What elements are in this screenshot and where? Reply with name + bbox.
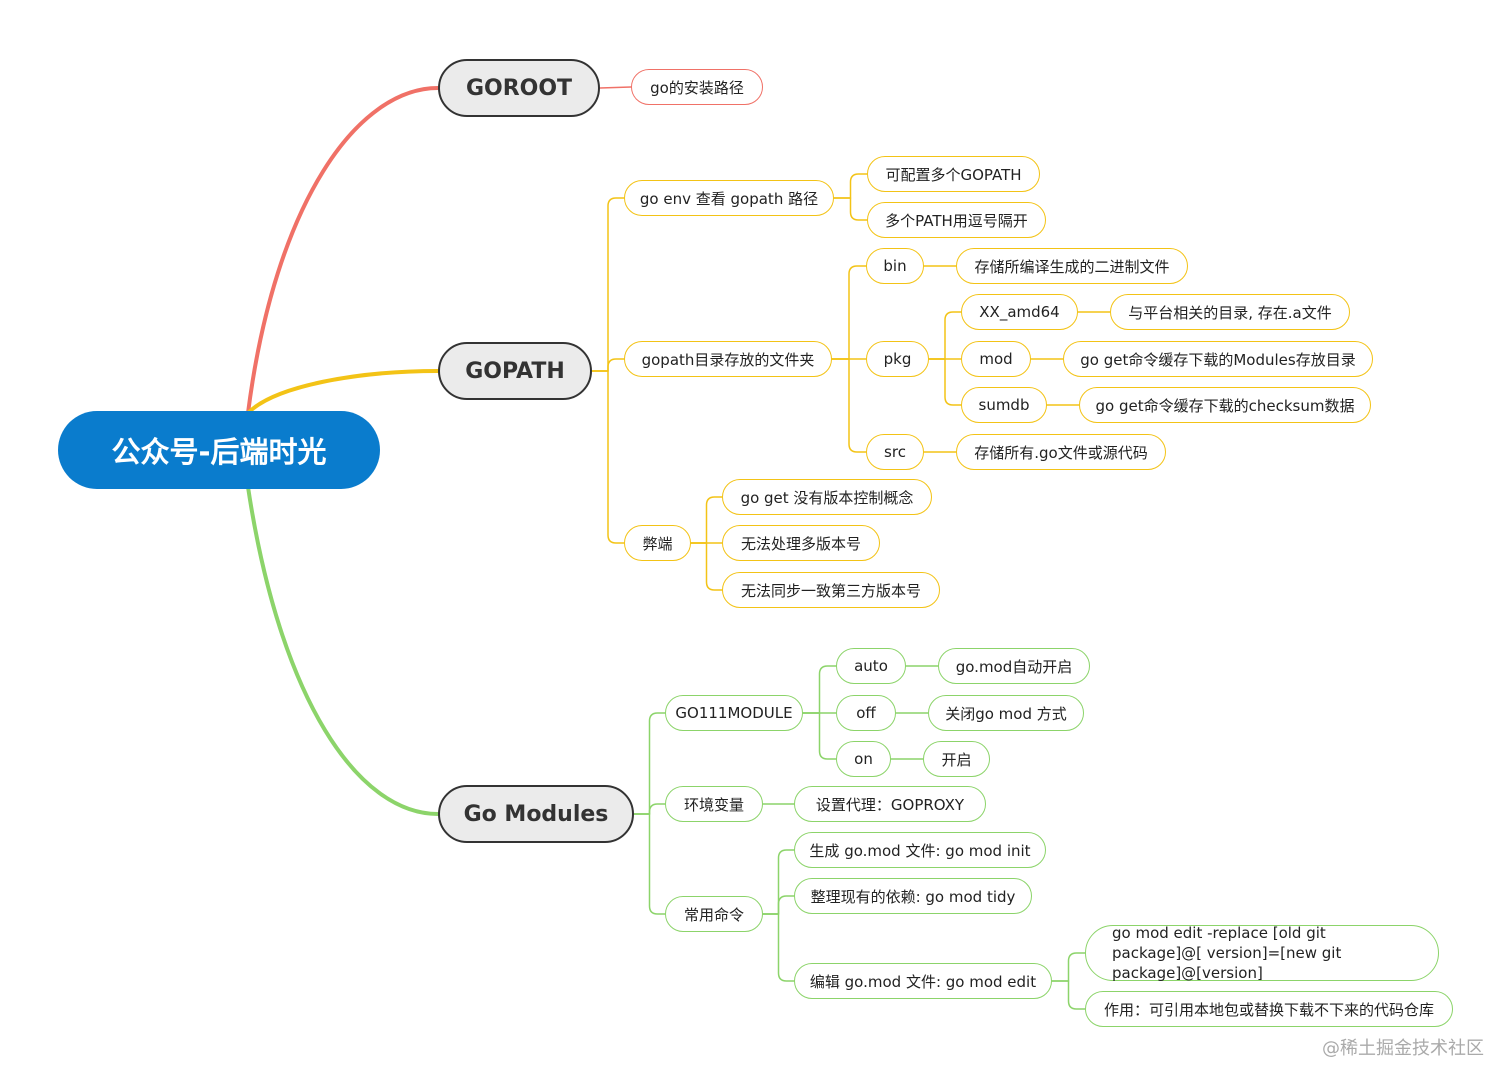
cmd-edit[interactable]: 编辑 go.mod 文件: go mod edit xyxy=(794,963,1052,999)
edge-gopath-env-node-0 xyxy=(833,173,868,199)
off-node[interactable]: off xyxy=(836,695,896,731)
edge-gopath-cons-node-2 xyxy=(690,542,723,591)
goroot-node[interactable]: GOROOT xyxy=(438,59,600,117)
gopath-cons-1[interactable]: go get 没有版本控制概念 xyxy=(722,479,932,515)
sumdb-desc[interactable]: go get命令缓存下载的checksum数据 xyxy=(1079,387,1371,423)
edge-root-gopath-node xyxy=(246,369,440,415)
mod-dir-desc[interactable]: go get命令缓存下载的Modules存放目录 xyxy=(1063,341,1373,377)
edge-cmd-edit-1 xyxy=(1051,980,1086,1010)
edge-gomod-cmds-node-2 xyxy=(762,913,795,982)
goroot-desc[interactable]: go的安装路径 xyxy=(631,69,763,105)
edge-gopath-env-node-1 xyxy=(833,197,868,221)
cmd-edit-replace[interactable]: go mod edit -replace [old git package]@[… xyxy=(1085,924,1439,982)
edge-gopath-dirs-node-2 xyxy=(831,358,867,453)
cmd-init[interactable]: 生成 go.mod 文件: go mod init xyxy=(794,832,1046,868)
on-desc[interactable]: 开启 xyxy=(923,741,990,777)
edge-go111module-node-2 xyxy=(802,712,837,760)
src-node[interactable]: src xyxy=(866,434,924,470)
xx-amd64-node[interactable]: XX_amd64 xyxy=(961,294,1078,330)
edge-gomod-node-2 xyxy=(633,813,666,915)
watermark: @稀土掘金技术社区 xyxy=(1322,1038,1484,1059)
root-node[interactable]: 公众号-后端时光 xyxy=(58,411,380,489)
off-desc[interactable]: 关闭go mod 方式 xyxy=(928,695,1084,731)
mod-dir-node[interactable]: mod xyxy=(961,341,1031,377)
gopath-env-child-2[interactable]: 多个PATH用逗号隔开 xyxy=(867,202,1046,238)
auto-node[interactable]: auto xyxy=(836,648,906,684)
bin-node[interactable]: bin xyxy=(866,248,924,284)
gopath-env-node[interactable]: go env 查看 gopath 路径 xyxy=(624,180,834,216)
bin-desc[interactable]: 存储所编译生成的二进制文件 xyxy=(956,248,1188,284)
edge-cmd-edit-0 xyxy=(1051,952,1086,982)
gopath-cons-3[interactable]: 无法同步一致第三方版本号 xyxy=(722,572,940,608)
xx-amd64-desc[interactable]: 与平台相关的目录, 存在.a文件 xyxy=(1110,294,1350,330)
on-node[interactable]: on xyxy=(836,741,891,777)
gopath-node[interactable]: GOPATH xyxy=(438,342,592,400)
edge-root-gomod-node xyxy=(246,485,440,816)
gopath-dirs-node[interactable]: gopath目录存放的文件夹 xyxy=(624,341,832,377)
edge-pkg-node-0 xyxy=(928,311,962,360)
edge-go111module-node-0 xyxy=(802,665,837,714)
auto-desc[interactable]: go.mod自动开启 xyxy=(938,648,1090,684)
gopath-cons-2[interactable]: 无法处理多版本号 xyxy=(722,525,880,561)
edge-gopath-dirs-node-0 xyxy=(831,265,867,360)
gopath-env-child-1[interactable]: 可配置多个GOPATH xyxy=(867,156,1040,192)
src-desc[interactable]: 存储所有.go文件或源代码 xyxy=(956,434,1166,470)
edge-root-goroot-node xyxy=(246,86,440,415)
gomod-env-desc[interactable]: 设置代理：GOPROXY xyxy=(794,786,986,822)
cmd-tidy[interactable]: 整理现有的依赖: go mod tidy xyxy=(794,878,1032,914)
gopath-cons-node[interactable]: 弊端 xyxy=(624,525,691,561)
edge-goroot-node-0 xyxy=(599,86,632,89)
edge-gopath-cons-node-0 xyxy=(690,496,723,544)
go111module-node[interactable]: GO111MODULE xyxy=(665,695,803,731)
edge-gopath-node-2 xyxy=(591,370,625,544)
gomod-cmds-node[interactable]: 常用命令 xyxy=(665,896,763,932)
edge-gomod-node-0 xyxy=(633,712,666,815)
gomod-env-node[interactable]: 环境变量 xyxy=(665,786,763,822)
edge-gopath-node-0 xyxy=(591,197,625,372)
cmd-edit-purpose[interactable]: 作用：可引用本地包或替换下载不下来的代码仓库 xyxy=(1085,991,1453,1027)
sumdb-node[interactable]: sumdb xyxy=(961,387,1047,423)
gomod-node[interactable]: Go Modules xyxy=(438,785,634,843)
pkg-node[interactable]: pkg xyxy=(866,341,929,377)
edge-pkg-node-2 xyxy=(928,358,962,406)
